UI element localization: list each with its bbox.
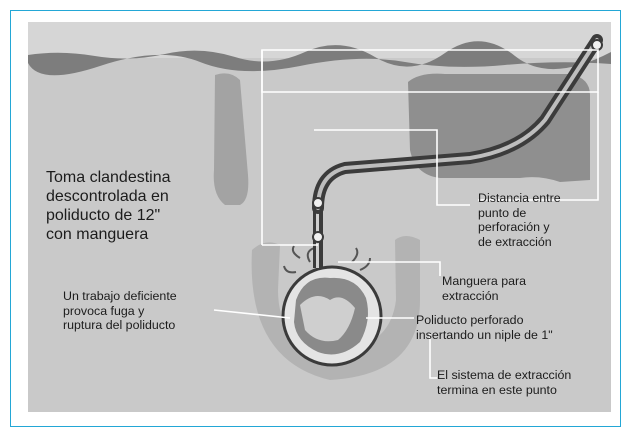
left-trench [213, 73, 249, 205]
connector-top [591, 39, 603, 51]
diagram-title: Toma clandestina descontrolada en polidu… [46, 169, 171, 244]
leak-splash [283, 245, 371, 274]
extraction-hose-highlight [316, 38, 599, 210]
label-sistema: El sistema de extracción termina en este… [437, 368, 572, 397]
label-distancia: Distancia entre punto de perforación y d… [478, 191, 561, 249]
leader-distancia [478, 92, 599, 201]
dimension-horizontal [314, 129, 470, 206]
pipeline-ruptured-interior [300, 296, 355, 342]
leader-lines [213, 49, 599, 379]
connector-riser-mid [312, 231, 324, 243]
leader-sistema [429, 334, 437, 379]
label-trabajo: Un trabajo deficiente provoca fuga y rup… [63, 289, 177, 333]
label-manguera: Manguera para extracción [442, 274, 527, 303]
leader-trabajo [213, 309, 291, 319]
connector-riser-top [312, 197, 324, 209]
leader-manguera [338, 261, 441, 276]
label-poliducto: Poliducto perforado insertando un niple … [416, 313, 553, 342]
